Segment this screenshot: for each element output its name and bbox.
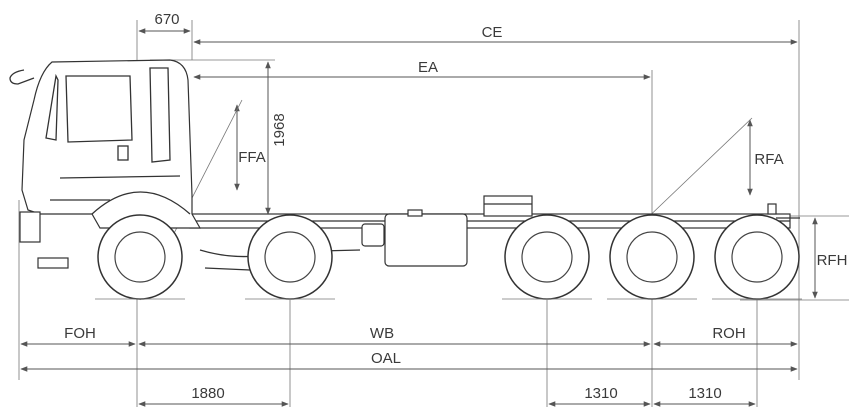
front-axle-spacing-label: 1880: [191, 385, 224, 402]
wheel-front-2: [247, 214, 333, 300]
rear-axle-spacing-1-label: 1310: [584, 385, 617, 402]
rear-axle-spacing-2-label: 1310: [688, 385, 721, 402]
wheel-rear-2: [609, 214, 695, 300]
wheel-rear-1: [504, 214, 590, 300]
roh-label: ROH: [712, 325, 745, 342]
rfh-label: RFH: [817, 252, 848, 269]
fuel-tank: [384, 213, 468, 267]
wb-label: WB: [370, 325, 394, 342]
truck-illustration: [9, 59, 802, 300]
cab: [21, 59, 202, 229]
oal-label: OAL: [371, 350, 401, 367]
dimension-lines: [20, 28, 818, 407]
ce-label: CE: [482, 24, 503, 41]
dimension-labels: 670 CE EA 1968 FFA RFA RFH FOH WB ROH OA…: [64, 11, 847, 402]
wheel-rear-3: [714, 214, 800, 300]
foh-label: FOH: [64, 325, 96, 342]
ffa-label: FFA: [238, 149, 266, 166]
rfa-label: RFA: [754, 151, 783, 168]
wheel-front-1: [97, 214, 183, 300]
cab-height-label: 1968: [271, 113, 288, 146]
cab-offset-label: 670: [154, 11, 179, 28]
ea-label: EA: [418, 59, 438, 76]
